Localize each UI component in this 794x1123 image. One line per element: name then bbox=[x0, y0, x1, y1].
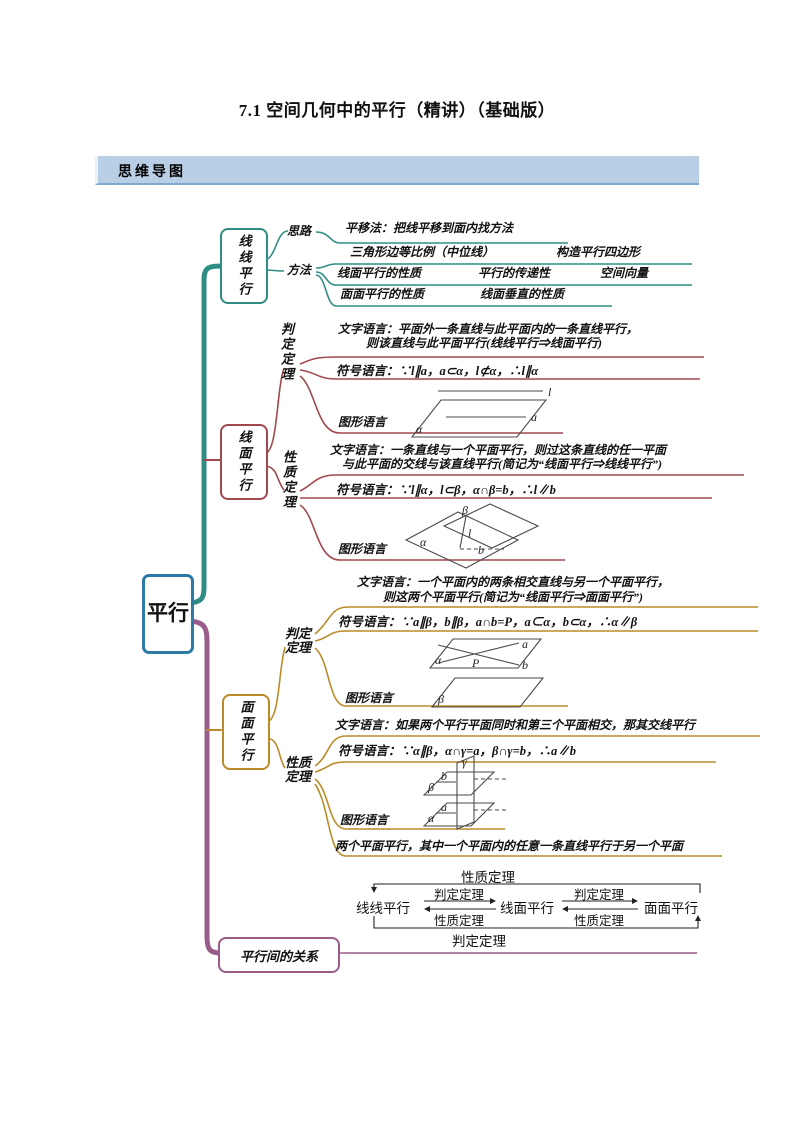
method-row3-item1: 面面平行的性质 bbox=[340, 287, 425, 301]
gold-branch-lines bbox=[265, 606, 760, 857]
pp-judgment-symbol: 符号语言：∵a∥β，b∥β，a∩b=P，a⊂α，b⊂α，∴α∥β bbox=[338, 615, 638, 629]
fig1-label-l: l bbox=[548, 385, 552, 399]
fig2-label-beta: β bbox=[461, 503, 468, 517]
trunk-lines bbox=[184, 263, 224, 956]
node-parallel-relations-label: 平行间的关系 bbox=[239, 948, 318, 964]
node-line-line-label: 线线平行 bbox=[236, 234, 252, 298]
pp-judgment-figure-label: 图形语言 bbox=[345, 691, 394, 705]
pp-judgment-text1: 文字语言：一个平面内的两条相交直线与另一个平面平行， bbox=[357, 575, 670, 589]
node-line-plane-label: 线面平行 bbox=[236, 430, 252, 494]
fig3-label-beta: β bbox=[437, 692, 444, 706]
fig4-label-b: b bbox=[441, 769, 447, 783]
method-row1-item2: 构造平行四边形 bbox=[556, 245, 641, 259]
fig2-label-b: b bbox=[478, 543, 484, 557]
lp-judgment-symbol: 符号语言：∵l∥a，a⊂α，l⊄α，∴l∥α bbox=[336, 364, 539, 378]
lp-property-text1: 文字语言：一条直线与一个平面平行，则过这条直线的任一平面 bbox=[330, 443, 667, 457]
relations-pair2-top: 判定定理 bbox=[574, 888, 625, 902]
idea-text: 平移法：把线平移到面内找方法 bbox=[345, 221, 514, 235]
lp-property-symbol: 符号语言：∵l∥α，l⊂β，α∩β=b，∴l∥b bbox=[336, 483, 556, 497]
pp-property-text1: 文字语言：如果两个平行平面同时和第三个平面相交，那其交线平行 bbox=[335, 718, 696, 732]
method-row3-item2: 线面垂直的性质 bbox=[480, 287, 565, 301]
fig2-label-l: l bbox=[468, 526, 472, 540]
plane-plane-judgment-label: 判定定理 bbox=[284, 626, 311, 655]
line-plane-property-label: 性质定理 bbox=[281, 450, 296, 510]
lp-property-figure-label: 图形语言 bbox=[338, 542, 387, 556]
pp-judgment-text2: 则这两个平面平行(简记为“线面平行⇒面面平行”) bbox=[383, 590, 643, 604]
section-header-bar: 思维导图 bbox=[95, 156, 699, 185]
fig1-label-a: a bbox=[531, 410, 537, 424]
section-header-label: 思维导图 bbox=[118, 163, 186, 179]
figure-line-plane-property: β α l b bbox=[404, 503, 540, 569]
method-label: 方法 bbox=[287, 263, 312, 277]
node-line-line-parallel: 线线平行 bbox=[220, 228, 268, 304]
fig1-label-alpha: α bbox=[416, 422, 423, 436]
fig3-label-alpha: α bbox=[435, 653, 442, 667]
lp-judgment-text2: 则该直线与此平面平行(线线平行⇒线面平行) bbox=[366, 336, 602, 350]
fig2-label-alpha: α bbox=[420, 535, 427, 549]
relations-pair2-bottom: 性质定理 bbox=[574, 914, 625, 928]
pp-property-symbol: 符号语言：∵α∥β，α∩γ=a，β∩γ=b，∴a∥b bbox=[338, 744, 577, 758]
line-plane-judgment-label: 判定定理 bbox=[279, 322, 294, 382]
fig3-label-b: b bbox=[522, 658, 528, 672]
method-row2-item3: 空间向量 bbox=[600, 266, 649, 280]
fig4-label-beta: β bbox=[427, 780, 434, 794]
fig4-label-a: a bbox=[441, 800, 447, 814]
figure-plane-plane-judgment: α a b P β bbox=[428, 637, 545, 708]
relations-top-label: 性质定理 bbox=[461, 870, 515, 885]
fig3-label-a: a bbox=[522, 637, 528, 651]
relations-item-line-line: 线线平行 bbox=[356, 901, 410, 916]
relations-pair1-top: 判定定理 bbox=[434, 888, 485, 902]
figure-plane-plane-property: γ β b α a bbox=[422, 755, 508, 830]
relations-pair1-bottom: 性质定理 bbox=[434, 914, 485, 928]
lp-judgment-text1: 文字语言：平面外一条直线与此平面内的一条直线平行， bbox=[338, 322, 639, 336]
lp-property-text2: 与此平面的交线与该直线平行(简记为“线面平行⇒线线平行”) bbox=[342, 457, 662, 471]
plane-plane-property-label: 性质定理 bbox=[284, 755, 311, 784]
node-line-plane-parallel: 线面平行 bbox=[220, 424, 268, 500]
relations-item-line-plane: 线面平行 bbox=[500, 901, 554, 916]
fig4-label-alpha: α bbox=[428, 811, 435, 825]
relations-item-plane-plane: 面面平行 bbox=[644, 901, 698, 916]
root-node-parallel: 平行 bbox=[142, 574, 194, 654]
method-row2-item1: 线面平行的性质 bbox=[337, 266, 422, 280]
node-parallel-relations: 平行间的关系 bbox=[218, 937, 340, 973]
idea-label: 思路 bbox=[287, 224, 312, 238]
page-title: 7.1 空间几何中的平行（精讲）（基础版） bbox=[238, 101, 556, 120]
node-plane-plane-label: 面面平行 bbox=[238, 700, 254, 764]
method-row1-item1: 三角形边等比例（中位线） bbox=[350, 245, 495, 259]
teal-trunk bbox=[184, 263, 224, 606]
maroon-branch-lines bbox=[263, 356, 744, 561]
figure-line-plane-judgment: l a α bbox=[410, 385, 552, 438]
purple-trunk bbox=[184, 618, 224, 956]
relations-diagram-lines bbox=[371, 883, 701, 929]
method-row2-item2: 平行的传递性 bbox=[478, 266, 551, 280]
pp-property-figure-label: 图形语言 bbox=[340, 813, 389, 827]
lp-judgment-figure-label: 图形语言 bbox=[338, 415, 387, 429]
fig4-label-gamma: γ bbox=[462, 755, 467, 769]
fig3-label-p: P bbox=[471, 656, 480, 670]
node-plane-plane-parallel: 面面平行 bbox=[222, 694, 270, 770]
relations-bottom-label: 判定定理 bbox=[452, 934, 506, 949]
pp-extra-text: 两个平面平行，其中一个平面内的任意一条直线平行于另一个平面 bbox=[335, 839, 684, 853]
